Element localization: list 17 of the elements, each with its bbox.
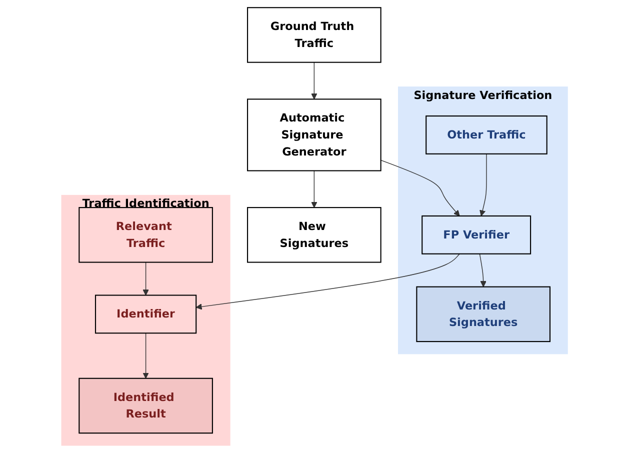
node-box: Other Traffic — [426, 115, 548, 154]
arrow — [480, 254, 487, 288]
arrow — [312, 62, 318, 100]
arrow — [196, 254, 460, 310]
node-box: Identifier — [95, 294, 198, 334]
arrow — [380, 160, 460, 216]
node-box: New Signatures — [247, 207, 382, 263]
arrow — [143, 332, 150, 379]
node-box: Identified Result — [79, 378, 214, 434]
node-box: Ground Truth Traffic — [247, 7, 382, 63]
arrow — [143, 262, 150, 296]
arrow — [312, 170, 318, 208]
node-box: Verified Signatures — [416, 286, 551, 342]
arrow — [480, 154, 488, 216]
node-box: Automatic Signature Generator — [247, 98, 382, 172]
node-box: Relevant Traffic — [79, 207, 214, 263]
node-box: FP Verifier — [422, 215, 532, 254]
